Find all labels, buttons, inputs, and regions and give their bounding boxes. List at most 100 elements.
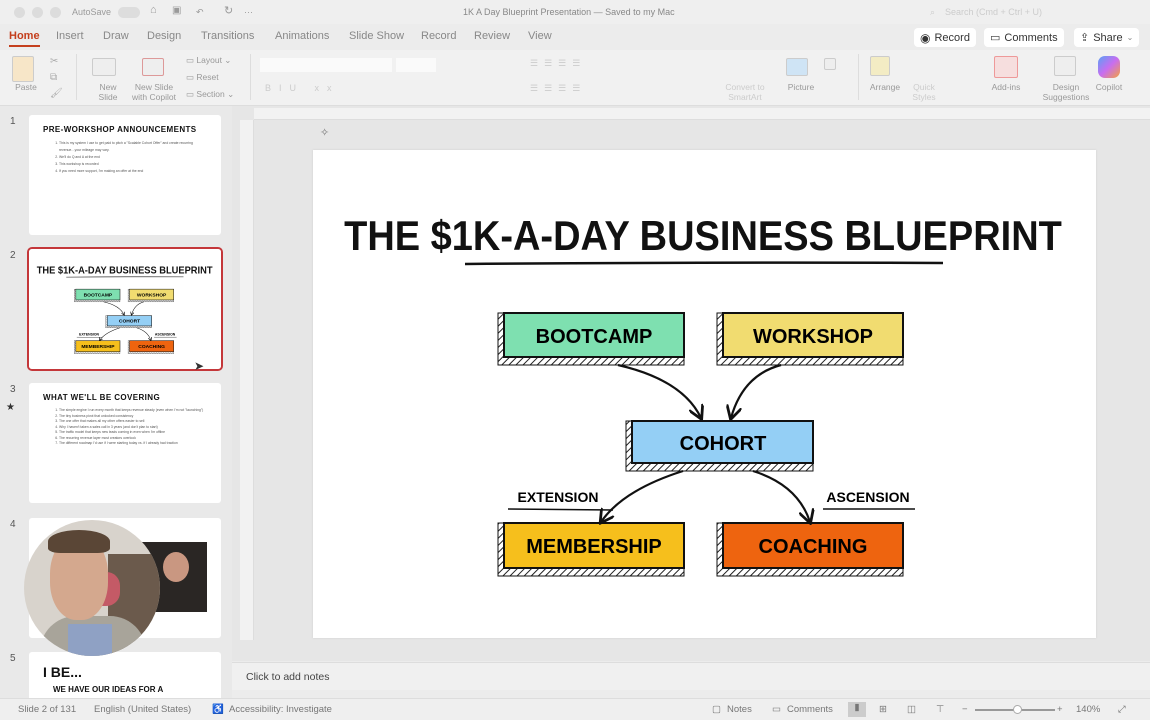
- picture-icon[interactable]: [786, 58, 808, 76]
- tab-design[interactable]: Design: [147, 30, 182, 42]
- home-icon[interactable]: ⌂: [150, 4, 157, 16]
- picture-button[interactable]: Picture: [787, 82, 815, 92]
- slide-thumbnail-3[interactable]: WHAT WE'LL BE COVERING The simple engine…: [29, 383, 221, 503]
- copy-icon[interactable]: ⧉: [50, 72, 58, 83]
- slide-thumbnail-2-selected[interactable]: [27, 247, 223, 371]
- alignment-buttons[interactable]: ☰☰☰☰: [530, 83, 587, 93]
- title-bar: AutoSave ⌂ ▣ ↶ ↻ ··· 1K A Day Blueprint …: [0, 0, 1150, 24]
- extension-label: EXTENSION: [518, 489, 599, 505]
- arrange-icon[interactable]: [870, 56, 890, 76]
- more-icon[interactable]: ···: [244, 7, 253, 17]
- comments-button[interactable]: ▭Comments: [984, 28, 1064, 47]
- design-suggestions-icon[interactable]: [1054, 56, 1076, 76]
- tab-insert[interactable]: Insert: [56, 30, 84, 42]
- slide-number: 5: [10, 653, 16, 664]
- paste-button[interactable]: Paste: [15, 82, 37, 92]
- tab-animations[interactable]: Animations: [275, 30, 330, 42]
- list-item: This is my system I use to get paid to p…: [59, 140, 207, 154]
- cut-icon[interactable]: ✂: [50, 56, 59, 67]
- tab-slide-show[interactable]: Slide Show: [349, 30, 405, 42]
- zoom-slider-thumb[interactable]: [1013, 705, 1022, 714]
- record-button[interactable]: ◉Record: [914, 28, 976, 47]
- comments-status-button[interactable]: Comments: [787, 704, 833, 715]
- record-label: Record: [934, 31, 970, 44]
- magic-wand-icon[interactable]: ✧: [320, 127, 330, 139]
- quick-styles-button[interactable]: Quick Styles: [912, 82, 936, 102]
- list-item: The one offer that makes all my other of…: [59, 419, 207, 425]
- notes-button[interactable]: Notes: [727, 704, 752, 715]
- language-status[interactable]: English (United States): [94, 704, 192, 715]
- arrow-workshop-cohort: [731, 363, 782, 418]
- copilot-icon[interactable]: [1098, 56, 1120, 78]
- font-size-select[interactable]: [396, 58, 436, 72]
- tab-view[interactable]: View: [528, 30, 552, 42]
- new-slide-copilot-button[interactable]: New Slide with Copilot: [132, 82, 176, 102]
- tab-home[interactable]: Home: [9, 30, 40, 47]
- zoom-slider[interactable]: [975, 705, 1055, 714]
- format-painter-icon[interactable]: 🖌: [50, 88, 63, 99]
- slide-thumbnails-panel[interactable]: 1 PRE-WORKSHOP ANNOUNCEMENTS This is my …: [0, 106, 232, 698]
- paragraph-buttons[interactable]: ☰☰☰☰: [530, 58, 587, 68]
- new-slide-copilot-icon[interactable]: [142, 58, 164, 76]
- slideshow-button[interactable]: ⊤: [936, 704, 945, 715]
- redo-icon[interactable]: ↻: [224, 5, 234, 17]
- share-button[interactable]: ⇪Share⌄: [1074, 28, 1140, 47]
- box-label: BOOTCAMP: [536, 326, 653, 348]
- list-item: The traffic model that keeps new leads c…: [59, 430, 207, 436]
- tab-review[interactable]: Review: [474, 30, 511, 42]
- new-slide-button[interactable]: New Slide: [98, 82, 118, 102]
- tab-draw[interactable]: Draw: [103, 30, 129, 42]
- list-item: The simple engine I run every month that…: [59, 408, 207, 414]
- design-suggestions-button[interactable]: Design Suggestions: [1042, 82, 1090, 102]
- search-input[interactable]: Search (Cmd + Ctrl + U): [945, 7, 1043, 17]
- list-item: This workshop is recorded: [59, 161, 207, 168]
- undo-icon[interactable]: ↶: [196, 7, 204, 17]
- slide-thumbnail-1[interactable]: PRE-WORKSHOP ANNOUNCEMENTS This is my sy…: [29, 115, 221, 235]
- thumbnail-list: This is my system I use to get paid to p…: [59, 140, 207, 175]
- shapes-icon[interactable]: [824, 58, 836, 70]
- thumbnail-subtitle: WE HAVE OUR IDEAS FOR A: [53, 685, 164, 694]
- zoom-out-button[interactable]: −: [962, 704, 968, 715]
- slide-sorter-button[interactable]: ⊞: [879, 704, 887, 715]
- autosave-label: AutoSave: [72, 7, 112, 17]
- notes-placeholder[interactable]: Click to add notes: [246, 671, 330, 683]
- add-ins-icon[interactable]: [994, 56, 1018, 78]
- autosave-toggle[interactable]: [118, 7, 140, 18]
- section-button[interactable]: ▭ Section ⌄: [186, 89, 235, 99]
- accessibility-status[interactable]: Accessibility: Investigate: [229, 704, 332, 715]
- font-family-select[interactable]: [260, 58, 392, 72]
- fit-to-window-icon[interactable]: ⤢: [1118, 704, 1126, 715]
- arrange-button[interactable]: Arrange: [869, 82, 901, 92]
- minimize-window-button[interactable]: [32, 7, 43, 18]
- reset-button[interactable]: ▭ Reset: [186, 72, 219, 82]
- box-label: COHORT: [680, 433, 767, 455]
- box-membership: MEMBERSHIP: [497, 522, 685, 577]
- ribbon-tabs: Home Insert Draw Design Transitions Anim…: [0, 26, 1150, 48]
- copilot-button[interactable]: Copilot: [1095, 82, 1123, 92]
- paste-icon[interactable]: [12, 56, 34, 82]
- reset-label: Reset: [196, 72, 219, 82]
- document-title[interactable]: 1K A Day Blueprint Presentation — Saved …: [463, 7, 675, 17]
- tab-transitions[interactable]: Transitions: [201, 30, 255, 42]
- thumbnail-list: The simple engine I run every month that…: [59, 408, 207, 447]
- zoom-window-button[interactable]: [50, 7, 61, 18]
- reading-view-button[interactable]: ◫: [907, 704, 916, 715]
- zoom-in-button[interactable]: +: [1057, 704, 1063, 715]
- convert-smartart-button[interactable]: Convert to SmartArt: [725, 82, 765, 102]
- thumbnail-title: I BE...: [43, 664, 82, 680]
- thumbnail-diagram: [29, 249, 221, 369]
- close-window-button[interactable]: [14, 7, 25, 18]
- add-ins-button[interactable]: Add-ins: [991, 82, 1021, 92]
- current-slide[interactable]: THE $1K-A-DAY BUSINESS BLUEPRINT BOOTCAM…: [313, 150, 1096, 638]
- new-slide-icon[interactable]: [92, 58, 116, 76]
- tab-record[interactable]: Record: [421, 30, 457, 42]
- arrow-cohort-coaching: [752, 469, 810, 522]
- notes-pane[interactable]: Click to add notes: [232, 662, 1150, 690]
- font-format-buttons[interactable]: BIU xx: [265, 83, 340, 93]
- save-icon[interactable]: ▣: [172, 5, 182, 16]
- zoom-level[interactable]: 140%: [1076, 704, 1101, 715]
- slide-thumbnail-5[interactable]: I BE... WE HAVE OUR IDEAS FOR A: [29, 652, 221, 698]
- share-label: Share: [1093, 31, 1123, 44]
- normal-view-button[interactable]: ▮: [848, 702, 866, 717]
- layout-button[interactable]: ▭ Layout ⌄: [186, 55, 232, 65]
